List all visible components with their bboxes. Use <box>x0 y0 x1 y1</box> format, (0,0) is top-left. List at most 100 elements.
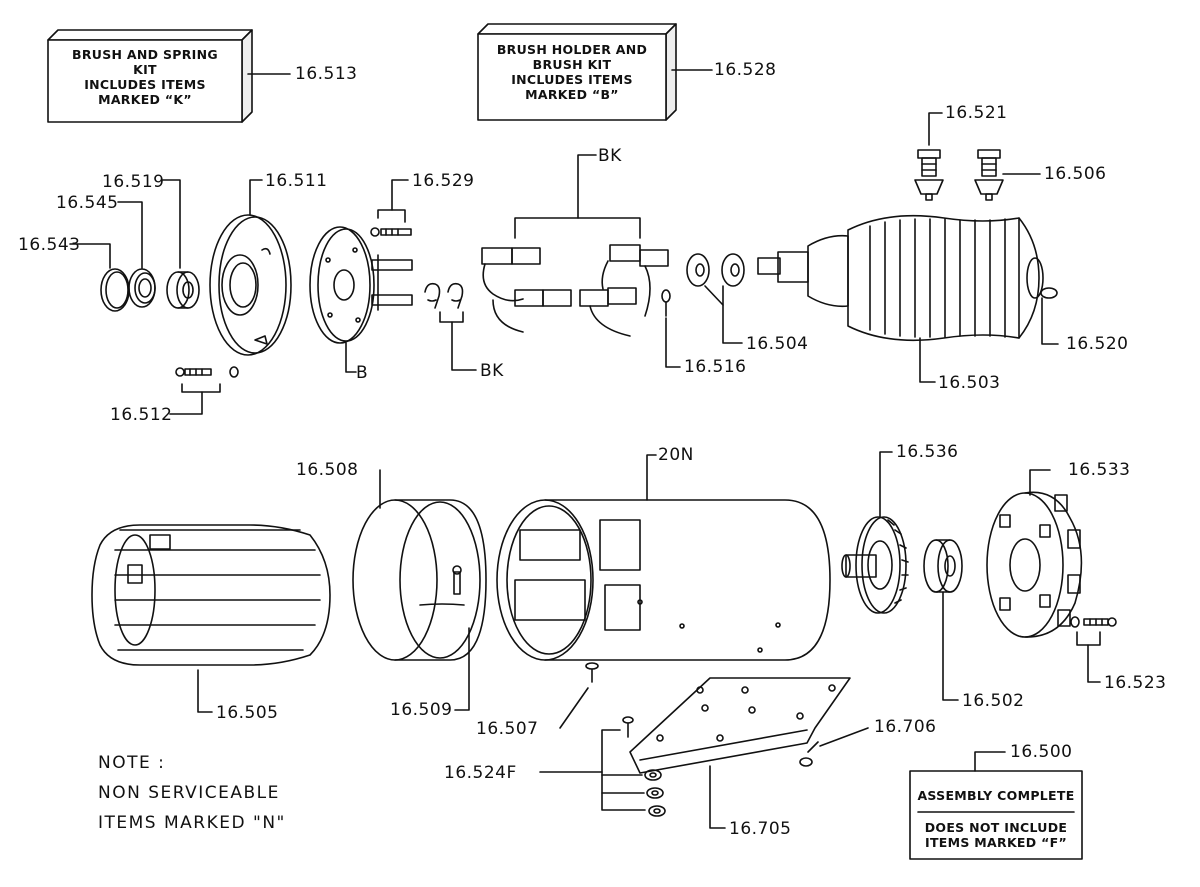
part-label-16-508: 16.508 <box>296 460 359 480</box>
non-serviceable-note: NOTE : NON SERVICEABLE ITEMS MARKED "N" <box>98 748 286 838</box>
part-label-16-507: 16.507 <box>476 719 539 739</box>
assembly-complete-title: ASSEMBLY COMPLETE <box>917 788 1075 803</box>
part-label-16-500: 16.500 <box>1010 742 1073 762</box>
leader-16-521 <box>928 112 943 146</box>
leader-b <box>345 342 357 373</box>
leader-bracket-bk-mid <box>439 311 464 323</box>
brush-holder-kit-line-4: MARKED “B” <box>525 87 619 102</box>
leader-16-523 <box>1087 644 1101 683</box>
snap-ring-16-543 <box>100 268 130 312</box>
brush-assemblies <box>481 244 669 337</box>
screw-16-529 <box>370 227 412 237</box>
bearing-16-502 <box>923 539 963 593</box>
leader-16-502 <box>942 591 959 701</box>
part-label-16-523: 16.523 <box>1104 673 1167 693</box>
brush-spring-kit-line-2: KIT <box>133 62 157 77</box>
part-label-16-705: 16.705 <box>729 819 792 839</box>
leader-bracket-16-523 <box>1076 631 1101 646</box>
field-coils-16-505 <box>91 524 331 666</box>
leader-16-529 <box>391 179 409 211</box>
leader-bracket-16-529 <box>377 209 406 223</box>
assembly-note-line-2: ITEMS MARKED “F” <box>925 835 1067 850</box>
assembly-complete-box <box>909 770 1083 860</box>
leader-16-509 <box>454 627 470 711</box>
leader-16-545 <box>117 201 143 269</box>
part-label-16-504: 16.504 <box>746 334 809 354</box>
brush-holder-kit-line-1: BRUSH HOLDER AND <box>496 42 648 57</box>
part-label-16-524f: 16.524F <box>444 763 517 783</box>
brush-spring-kit-line-1: BRUSH AND SPRING <box>72 47 218 62</box>
part-label-16-506: 16.506 <box>1044 164 1107 184</box>
gear-16-536 <box>841 516 909 614</box>
brush-holder-kit-line-3: INCLUDES ITEMS <box>511 72 633 87</box>
brush-holder-kit-box <box>477 23 677 121</box>
part-label-bk-mid: BK <box>480 361 504 381</box>
leader-16-507 <box>559 687 589 729</box>
part-label-16-511: 16.511 <box>265 171 328 191</box>
part-label-b: B <box>356 363 369 383</box>
leader-16-533 <box>1029 469 1051 496</box>
leader-16-500 <box>974 751 1006 772</box>
motor-frame-20n <box>496 499 831 661</box>
screw-16-516 <box>661 289 671 317</box>
leader-20n <box>646 454 657 501</box>
leader-bk-top <box>577 154 597 219</box>
leader-16-504 <box>722 285 743 344</box>
part-label-16-513: 16.513 <box>295 64 358 84</box>
part-label-16-520: 16.520 <box>1066 334 1129 354</box>
part-label-16-519: 16.519 <box>102 172 165 192</box>
leader-16-503 <box>919 337 936 383</box>
leader-16-504-b <box>704 285 724 306</box>
part-label-16-536: 16.536 <box>896 442 959 462</box>
note-line-2: ITEMS MARKED "N" <box>98 813 286 833</box>
leader-16-512 <box>169 391 203 415</box>
part-label-16-509: 16.509 <box>390 700 453 720</box>
washer-16-545 <box>128 268 156 308</box>
brush-holder-kit-line-2: BRUSH KIT <box>532 57 612 72</box>
leader-bracket-16-524f <box>601 729 646 811</box>
leader-bracket-16-512 <box>181 383 221 393</box>
brush-springs <box>424 282 464 309</box>
leader-bk-mid <box>451 321 477 371</box>
leader-16-519 <box>162 179 181 269</box>
part-label-16-512: 16.512 <box>110 405 173 425</box>
end-head-16-511 <box>209 214 292 356</box>
terminal-16-506 <box>974 149 1004 201</box>
leader-16-511 <box>249 179 263 216</box>
part-label-16-521: 16.521 <box>945 103 1008 123</box>
leader-16-706 <box>819 727 869 747</box>
note-line-1: NON SERVICEABLE <box>98 783 280 803</box>
part-label-16-516: 16.516 <box>684 357 747 377</box>
brush-spring-kit-line-3: INCLUDES ITEMS <box>84 77 206 92</box>
leader-16-520 <box>1041 297 1059 345</box>
part-label-20n: 20N <box>658 445 694 465</box>
leader-16-516 <box>665 317 681 368</box>
part-label-bk-top: BK <box>598 146 622 166</box>
brush-spring-kit-text: BRUSH AND SPRING KIT INCLUDES ITEMS MARK… <box>48 47 242 107</box>
note-heading: NOTE : <box>98 753 166 773</box>
part-label-16-505: 16.505 <box>216 703 279 723</box>
brush-spring-kit-box <box>47 29 253 123</box>
leader-16-705 <box>709 765 726 829</box>
brush-holder-plate <box>309 226 413 344</box>
leader-bracket-bk-top <box>514 217 641 239</box>
screw-16-512 <box>175 366 239 378</box>
leader-16-505 <box>197 669 213 713</box>
armature-16-503 <box>757 214 1044 342</box>
cover-band-16-508 <box>352 499 487 661</box>
part-label-16-543: 16.543 <box>18 235 81 255</box>
part-label-16-706: 16.706 <box>874 717 937 737</box>
part-label-16-503: 16.503 <box>938 373 1001 393</box>
leader-16-536 <box>879 451 893 518</box>
brush-holder-kit-text: BRUSH HOLDER AND BRUSH KIT INCLUDES ITEM… <box>478 42 666 102</box>
brush-spring-kit-line-4: MARKED “K” <box>98 92 192 107</box>
mounting-foot-16-705 <box>629 677 851 774</box>
terminal-16-521 <box>914 149 944 201</box>
part-label-16-545: 16.545 <box>56 193 119 213</box>
assembly-complete-note: DOES NOT INCLUDE ITEMS MARKED “F” <box>910 820 1082 850</box>
bearing-16-519 <box>166 271 200 309</box>
part-label-16-533: 16.533 <box>1068 460 1131 480</box>
screw-16-523 <box>1070 616 1117 628</box>
